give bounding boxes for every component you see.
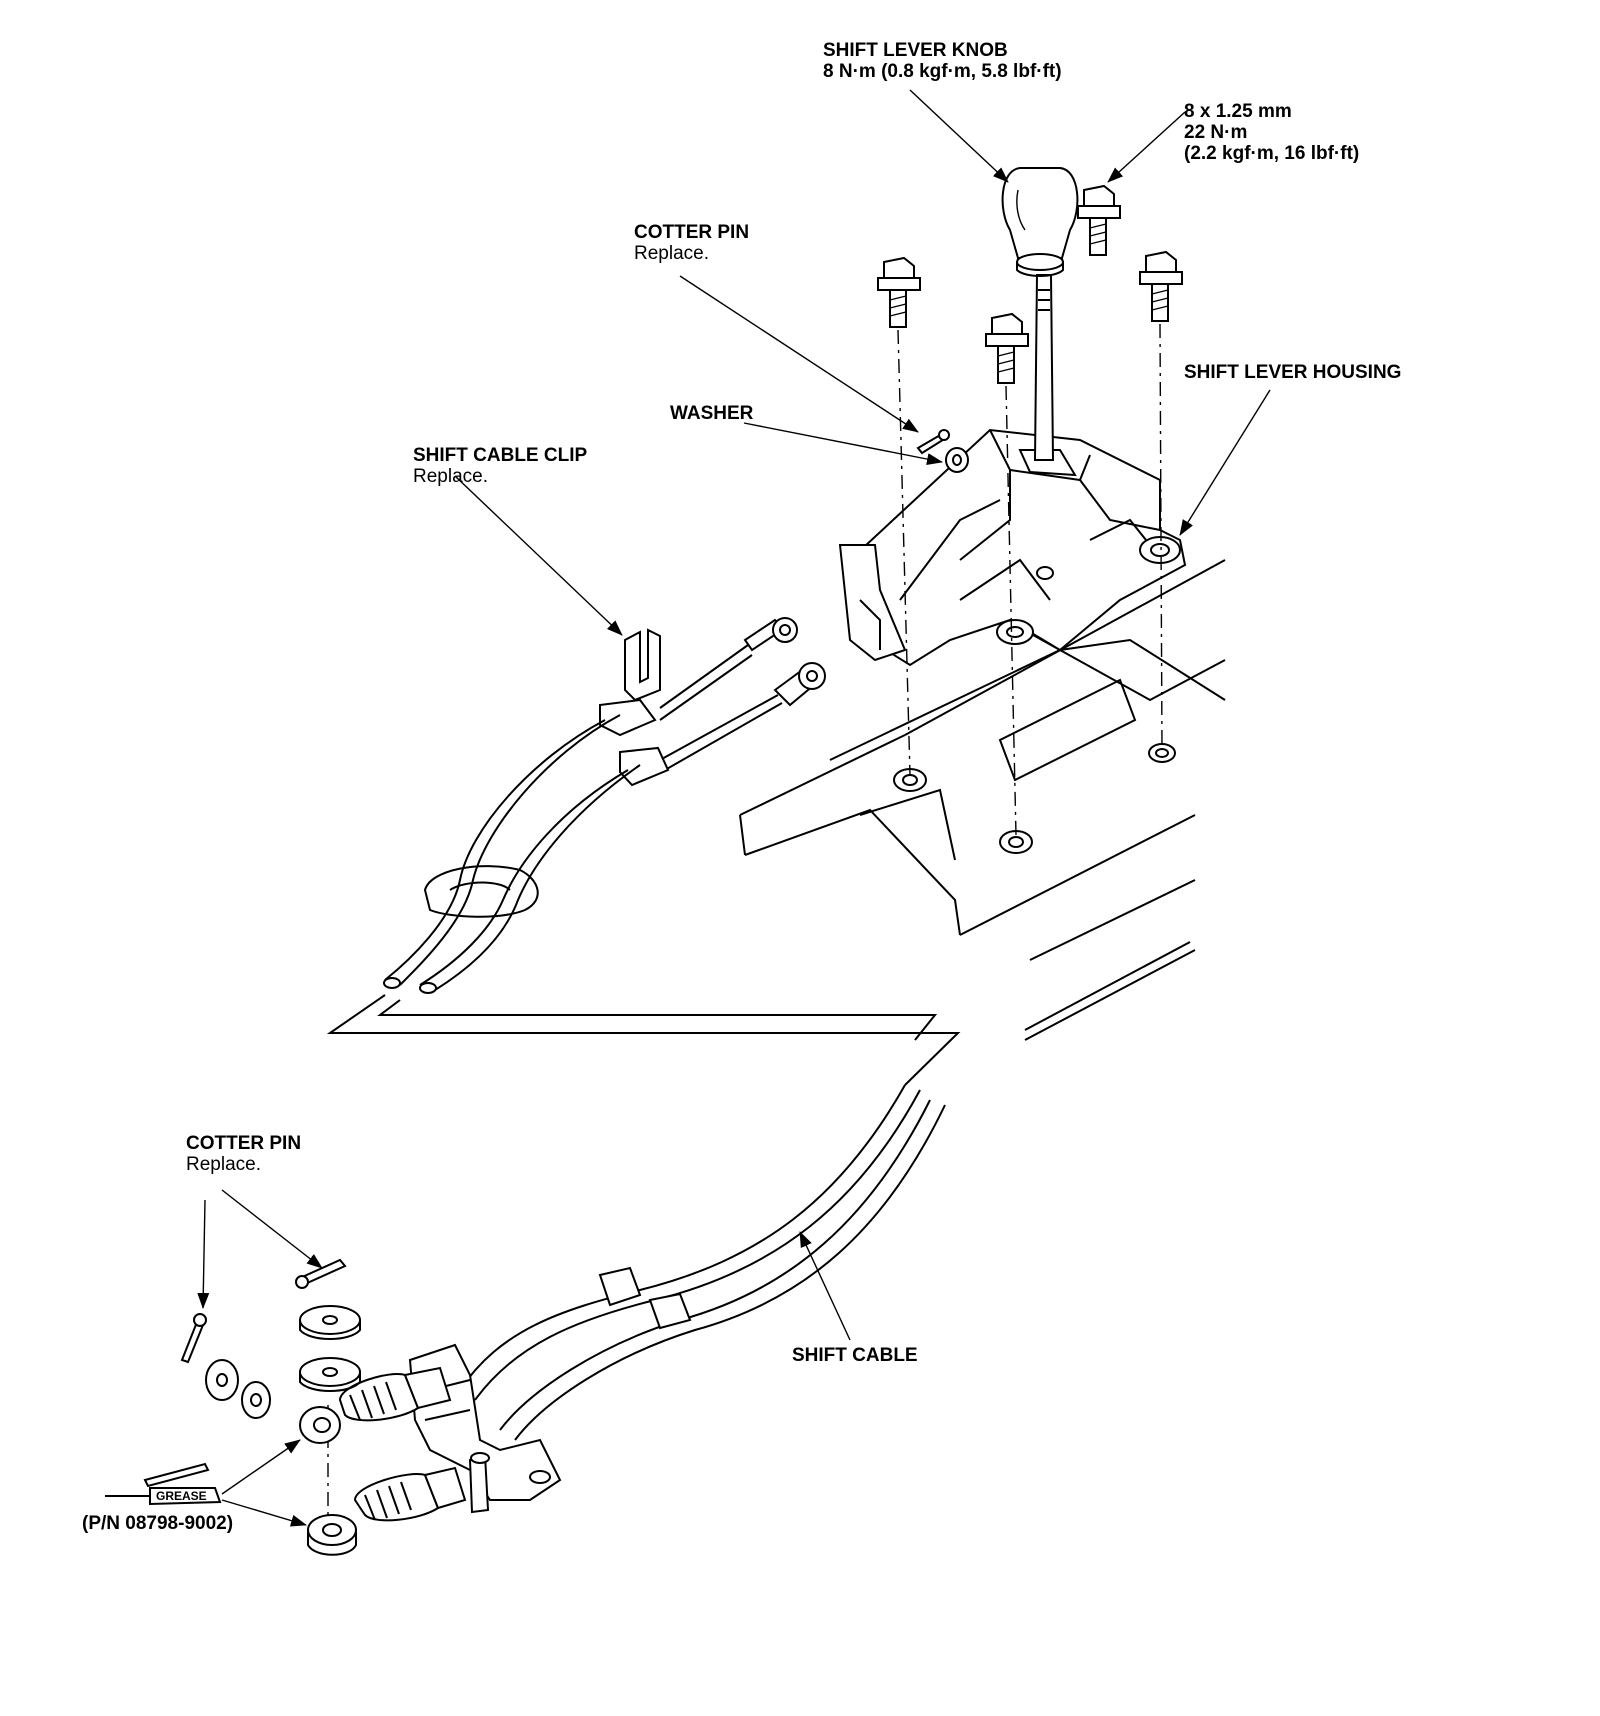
- shift-cable-label: SHIFT CABLE: [792, 1345, 918, 1366]
- shift-lever-housing: [838, 428, 1187, 667]
- lower-washer-left-2: [241, 1381, 271, 1419]
- mounting-bolt-3: [985, 312, 1029, 384]
- lower-cables: [459, 1084, 946, 1441]
- cotter-pin-bottom-note: Replace.: [186, 1154, 261, 1175]
- cotter-pin-bottom-title: COTTER PIN: [186, 1133, 302, 1154]
- cotter-pin-top-note: Replace.: [634, 243, 709, 264]
- upper-cables: [383, 714, 641, 994]
- mounting-bolt-4: [1139, 250, 1183, 322]
- shift-cable-clip: [624, 628, 661, 702]
- grease-tag: GREASE: [156, 1489, 207, 1503]
- break-line: [326, 994, 961, 1086]
- shift-lever-housing-label: SHIFT LEVER HOUSING: [1184, 362, 1401, 383]
- shift-lever-housing-title: SHIFT LEVER HOUSING: [1184, 362, 1402, 383]
- shift-cable-clip-note: Replace.: [413, 466, 488, 487]
- shift-lever-knob-torque: 8 N·m (0.8 kgf·m, 5.8 lbf·ft): [823, 61, 1062, 82]
- grease-tube-icon: GREASE: [105, 1462, 222, 1506]
- shift-lever-knob: [1001, 167, 1079, 277]
- washer-label: WASHER: [670, 403, 753, 424]
- grease-part-number-label: (P/N 08798-9002): [82, 1513, 233, 1534]
- bolt-torque: 22 N·m: [1184, 122, 1248, 143]
- upper-cable-ends: [599, 617, 826, 787]
- lower-cotter-pin-left: [180, 1313, 207, 1364]
- cotter-pin-bottom-label: COTTER PIN Replace.: [186, 1133, 301, 1175]
- shift-cable-clip-title: SHIFT CABLE CLIP: [413, 445, 588, 466]
- lower-washer-left-1: [205, 1359, 239, 1401]
- top-cotter-pin: [916, 429, 950, 455]
- top-washer: [945, 447, 969, 473]
- bolt-torque-alt: (2.2 kgf·m, 16 lbf·ft): [1184, 143, 1360, 164]
- shift-cable-title: SHIFT CABLE: [792, 1345, 918, 1366]
- shift-lever: [1033, 274, 1055, 461]
- lower-washer-right-1: [299, 1305, 361, 1340]
- cotter-pin-top-label: COTTER PIN Replace.: [634, 222, 749, 264]
- lower-washer-right-2: [299, 1357, 361, 1392]
- leader-arrows: [197, 89, 1271, 1527]
- cable-grommet: [423, 865, 539, 918]
- shift-cable-clip-label: SHIFT CABLE CLIP Replace.: [413, 445, 587, 487]
- shift-lever-knob-title: SHIFT LEVER KNOB: [823, 40, 1008, 61]
- shift-lever-knob-label: SHIFT LEVER KNOB 8 N·m (0.8 kgf·m, 5.8 l…: [823, 40, 1062, 82]
- mounting-bolt-2: [877, 256, 921, 328]
- washer-title: WASHER: [670, 403, 754, 424]
- lower-cable-end-lower: [307, 1466, 467, 1556]
- cotter-pin-top-title: COTTER PIN: [634, 222, 750, 243]
- grease-part-number: (P/N 08798-9002): [82, 1513, 234, 1534]
- bolt-size: 8 x 1.25 mm: [1184, 101, 1292, 122]
- floor-panel: [739, 559, 1226, 1041]
- lower-cotter-pin-right: [295, 1258, 347, 1289]
- bolt-spec-label: 8 x 1.25 mm 22 N·m (2.2 kgf·m, 16 lbf·ft…: [1184, 101, 1359, 164]
- mounting-bolt-1: [1077, 184, 1121, 256]
